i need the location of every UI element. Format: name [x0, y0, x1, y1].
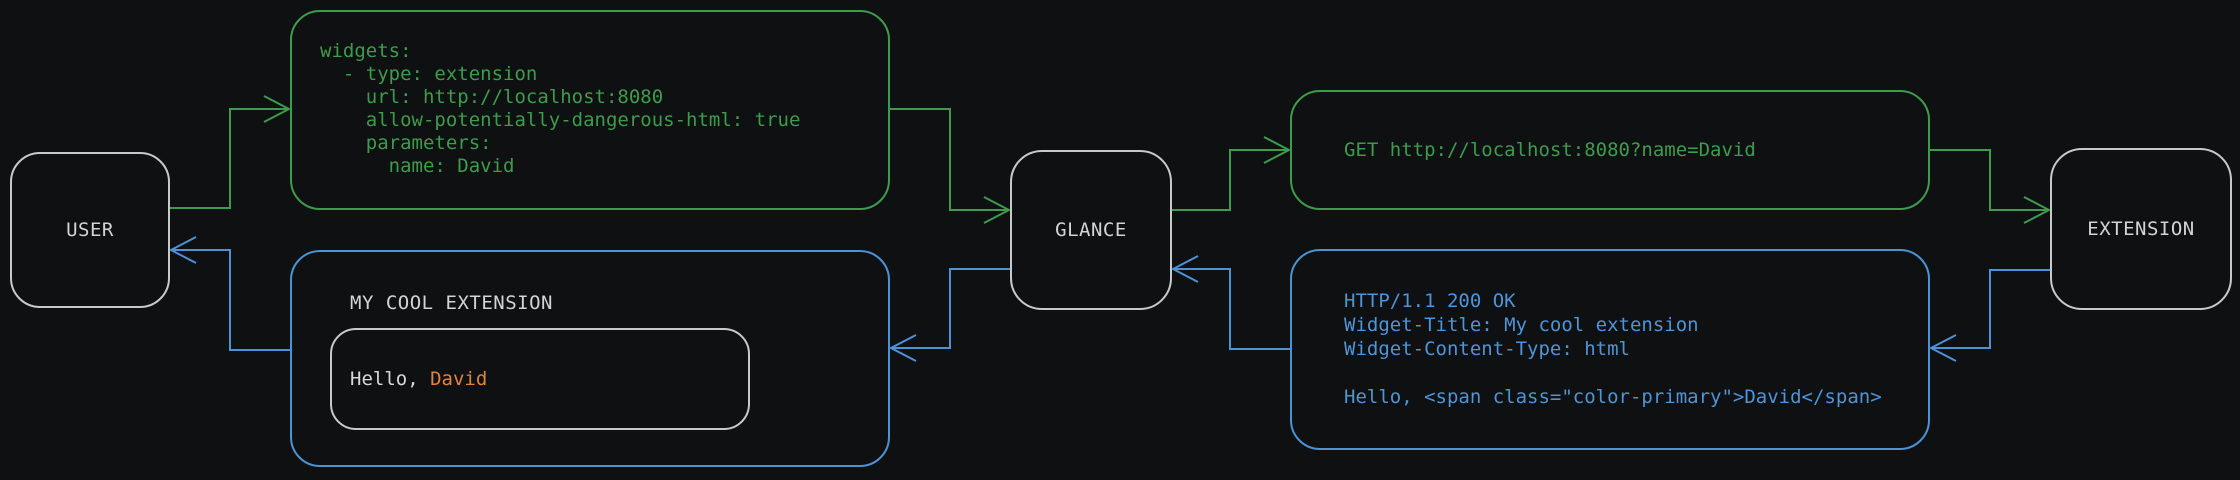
config-yaml-box: widgets: - type: extension url: http://l…	[290, 10, 890, 210]
widget-preview: Hello, David	[330, 328, 750, 430]
arrow-response-to-glance	[1170, 255, 1290, 350]
widget-preview-name: David	[430, 368, 488, 390]
node-extension: EXTENSION	[2050, 148, 2232, 310]
node-extension-label: EXTENSION	[2087, 218, 2195, 240]
widget-title: MY COOL EXTENSION	[350, 292, 553, 314]
node-glance: GLANCE	[1010, 150, 1172, 310]
http-response-box: HTTP/1.1 200 OK Widget-Title: My cool ex…	[1290, 249, 1930, 450]
arrow-glance-to-widget	[888, 268, 1010, 362]
arrow-glance-to-request	[1172, 136, 1292, 211]
arrow-request-to-extension	[1930, 149, 2052, 224]
http-response-code: HTTP/1.1 200 OK Widget-Title: My cool ex…	[1344, 290, 1882, 408]
widget-preview-greeting: Hello,	[350, 368, 431, 390]
node-user-label: USER	[66, 219, 114, 241]
arrow-extension-to-response	[1928, 269, 2050, 362]
http-request-box: GET http://localhost:8080?name=David	[1290, 90, 1930, 210]
node-glance-label: GLANCE	[1055, 219, 1127, 241]
config-yaml-code: widgets: - type: extension url: http://l…	[320, 40, 801, 177]
node-user: USER	[10, 152, 170, 308]
arrow-user-to-config	[170, 95, 292, 209]
arrow-widget-to-user	[168, 236, 290, 351]
rendered-widget-box: MY COOL EXTENSION Hello, David	[290, 250, 890, 467]
http-request-code: GET http://localhost:8080?name=David	[1344, 138, 1756, 161]
arrow-config-to-glance	[890, 108, 1012, 224]
